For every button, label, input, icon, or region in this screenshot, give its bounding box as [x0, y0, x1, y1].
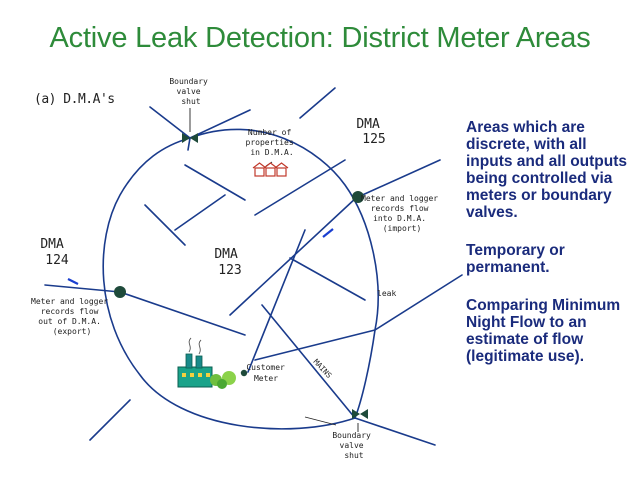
- street-4: [144, 204, 186, 246]
- note-discrete-areas: Areas which are discrete, with all input…: [466, 119, 628, 221]
- leak-label: leak: [377, 289, 396, 298]
- main-right-upper: [357, 159, 441, 198]
- main-top: [189, 109, 251, 139]
- street-3: [184, 164, 246, 201]
- flow-arrow-export-icon: [67, 278, 79, 285]
- main-to-dma125: [299, 87, 336, 119]
- dma-boundary: [102, 128, 379, 430]
- slide-title: Active Leak Detection: District Meter Ar…: [49, 22, 591, 54]
- main-right-lower: [374, 274, 463, 331]
- properties-label: Number of properties in D.M.A.: [246, 128, 299, 157]
- panel-label: (a) D.M.A's: [34, 92, 115, 107]
- flow-arrow-import-icon: [322, 228, 334, 238]
- dma-124-label: DMA 124: [40, 237, 71, 268]
- main-bottom-right: [354, 417, 436, 446]
- street-5: [174, 194, 226, 231]
- street-2: [254, 159, 346, 216]
- main-bottom-left: [89, 399, 131, 441]
- street-10: [254, 329, 376, 361]
- main-top-left: [149, 106, 191, 139]
- boundary-valve-bottom-icon: [352, 409, 368, 419]
- note-temporary-permanent: Temporary or permanent.: [466, 242, 565, 276]
- properties-houses-icon: [252, 162, 289, 177]
- street-6: [229, 196, 358, 316]
- street-7: [247, 229, 306, 373]
- meter-import-label: Meter and logger records flow into D.M.A…: [361, 194, 443, 233]
- dma-123-label: DMA 123: [214, 247, 245, 278]
- notes-panel: Areas which are discrete, with all input…: [466, 119, 636, 386]
- meter-import-node: [352, 191, 364, 203]
- dma-125-label: DMA 125: [356, 117, 387, 147]
- factory-icon: [177, 337, 236, 389]
- boundary-valve-top-label: Boundary valve shut: [169, 77, 212, 106]
- meter-export-label: Meter and logger records flow out of D.M…: [31, 297, 113, 336]
- street-9: [289, 257, 366, 301]
- customer-meter-node: [240, 369, 248, 377]
- boundary-valve-top-icon: [182, 133, 198, 143]
- meter-export-node: [114, 286, 126, 298]
- customer-meter-label: Customer Meter: [246, 363, 289, 383]
- boundary-valve-bottom-label: Boundary valve shut: [332, 431, 375, 460]
- note-minimum-night-flow: Comparing Minimum Night Flow to an estim…: [466, 297, 621, 365]
- street-8: [261, 304, 356, 419]
- valve-top-stem: [187, 137, 191, 151]
- main-left-export: [44, 284, 121, 293]
- street-1: [119, 291, 246, 336]
